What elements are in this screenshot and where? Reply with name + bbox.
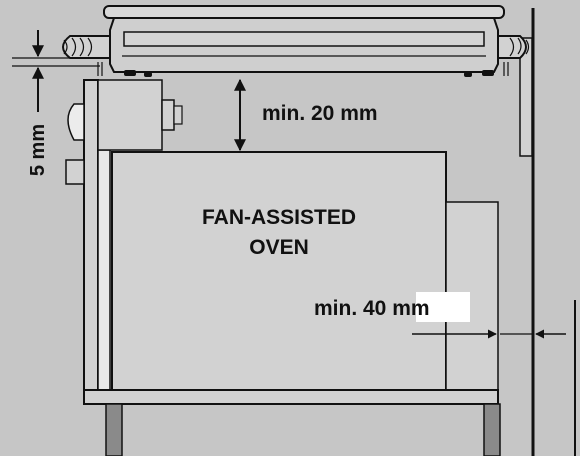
oven-body <box>111 151 499 391</box>
oven-label-line2: OVEN <box>249 236 309 259</box>
oven-socket <box>65 159 85 185</box>
cabinet-frame <box>83 79 183 391</box>
wall <box>531 8 576 456</box>
cabinet-back-panel <box>519 37 533 157</box>
label-min-40mm: min. 40 mm <box>314 297 430 320</box>
label-min-20mm: min. 20 mm <box>262 102 378 125</box>
hob <box>97 5 509 77</box>
oven-knob <box>67 103 85 141</box>
oven-label-line1: FAN-ASSISTED <box>202 206 356 229</box>
dimension-5mm <box>12 30 100 112</box>
cabinet-shelf <box>83 389 501 456</box>
label-highlight <box>416 292 470 322</box>
dimension-40mm <box>412 292 566 339</box>
label-5mm: 5 mm <box>27 124 49 176</box>
